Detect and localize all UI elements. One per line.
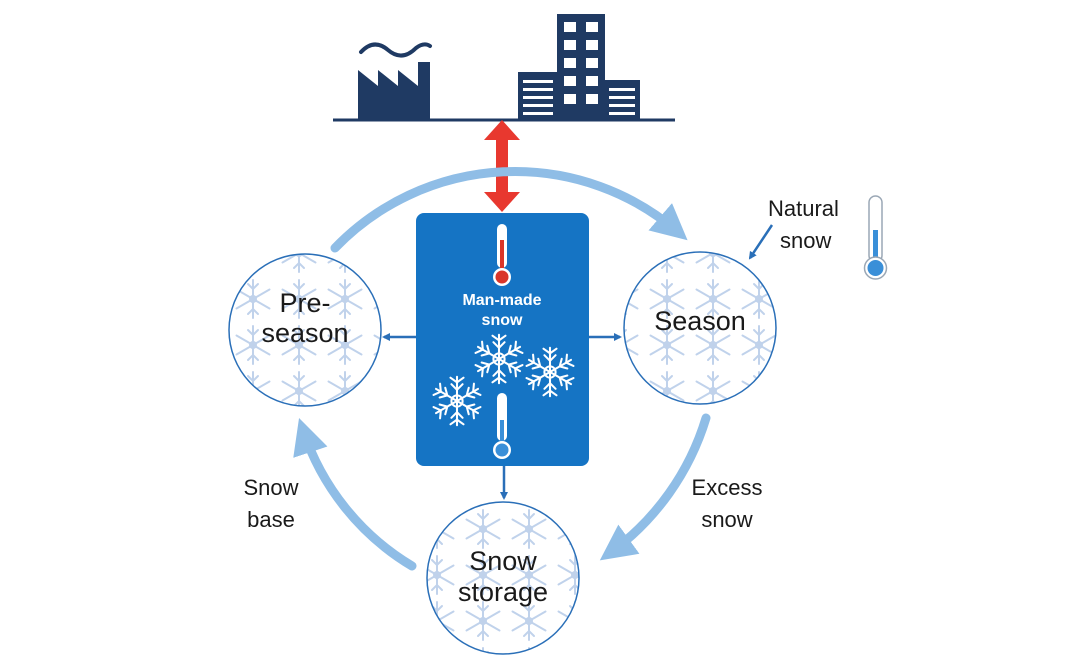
arrow-storage-to-preseason (293, 418, 417, 571)
exchange-arrow (484, 120, 520, 212)
node-season: Season (623, 251, 777, 405)
excess-snow-label-2: snow (701, 507, 752, 532)
snow-base-label-1: Snow (243, 475, 298, 500)
node-storage: Snow storage (426, 501, 580, 655)
city-buildings-icon (518, 14, 640, 120)
thermometer-natural-icon (863, 195, 888, 280)
natural-snow-arrow (748, 224, 774, 260)
node-preseason: Pre- season (228, 253, 382, 407)
man-made-snow-box: Man-made snow (416, 213, 589, 466)
arrow-preseason-to-season (330, 167, 688, 253)
man-made-label-1: Man-made (462, 292, 541, 309)
season-label: Season (654, 306, 746, 336)
preseason-label-1: Pre- (279, 288, 330, 318)
distribution-arrows (382, 333, 622, 500)
man-made-label-2: snow (482, 312, 523, 329)
storage-label-2: storage (458, 577, 548, 607)
arrow-season-to-storage (599, 413, 711, 561)
thermometer-cold-icon (493, 393, 511, 459)
natural-snow-label-2: snow (780, 228, 831, 253)
factory-icon (358, 42, 432, 120)
natural-snow-label-1: Natural (768, 196, 839, 221)
preseason-label-2: season (261, 318, 348, 348)
storage-label-1: Snow (469, 546, 537, 576)
snow-base-label-2: base (247, 507, 295, 532)
thermometer-hot-icon (493, 224, 511, 286)
cycle-arrows (293, 167, 711, 571)
excess-snow-label-1: Excess (692, 475, 763, 500)
